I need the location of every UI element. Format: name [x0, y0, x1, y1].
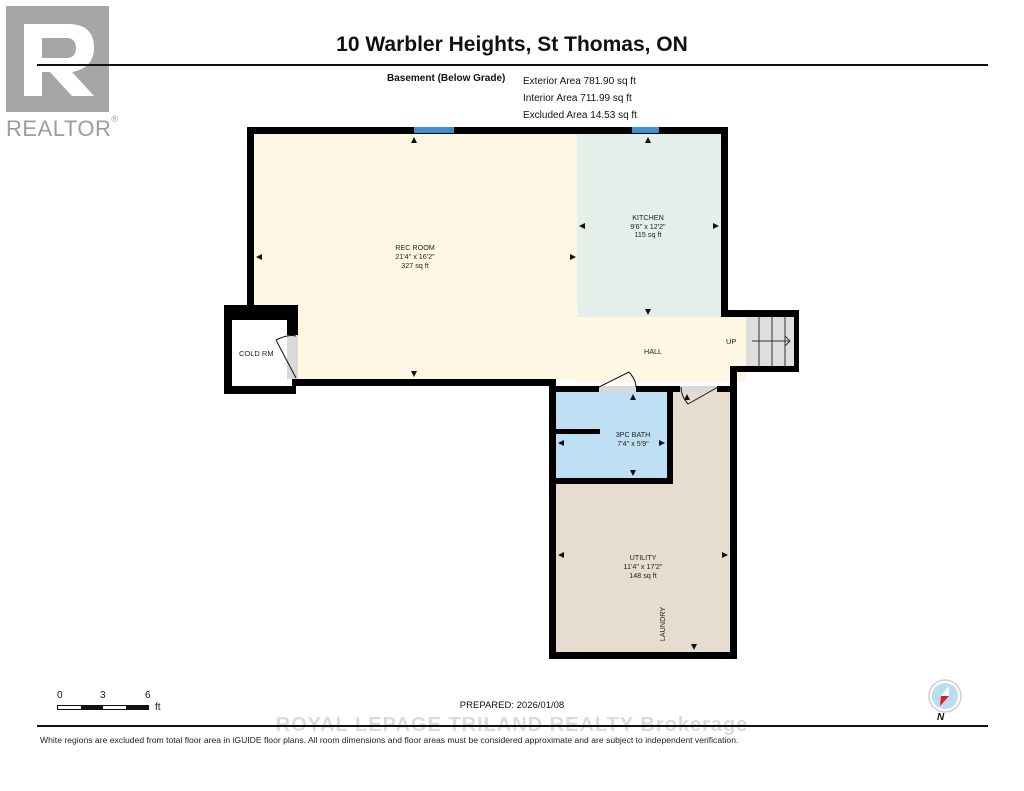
- bath-door-opening: [599, 386, 636, 392]
- kitchen-fill: [577, 134, 721, 317]
- scale-tick-6: 6: [145, 690, 151, 701]
- rec-room-lower-fill: [298, 305, 578, 379]
- rec-room-name: REC ROOM: [395, 243, 435, 252]
- window-kitchen: [632, 127, 659, 133]
- compass-icon: [928, 679, 962, 713]
- realtor-r-mark-icon: [6, 6, 109, 112]
- kitchen-dims: 9'6" x 12'2": [630, 222, 666, 231]
- cold-room-door-opening: [287, 335, 298, 379]
- exterior-area: Exterior Area 781.90 sq ft: [523, 76, 636, 87]
- utility-door-opening: [680, 386, 717, 392]
- compass-north-label: N: [937, 712, 945, 723]
- north-compass: N: [927, 679, 963, 723]
- utility-dims: 11'4" x 17'2": [624, 562, 663, 571]
- utility-name: UTILITY: [630, 553, 657, 562]
- hall-fill: [577, 317, 746, 382]
- scale-bar-graphic: [57, 705, 149, 710]
- hall-name: HALL: [644, 347, 662, 356]
- laundry-label: LAUNDRY: [658, 607, 667, 641]
- bath-dims: 7'4" x 5'9": [617, 439, 649, 448]
- excluded-area: Excluded Area 14.53 sq ft: [523, 110, 637, 121]
- title-divider: [37, 64, 988, 66]
- bath-name: 3PC BATH: [616, 430, 651, 439]
- realtor-wordmark: REALTOR®: [6, 114, 119, 141]
- scale-tick-3: 3: [100, 690, 106, 701]
- rec-room-area: 327 sq ft: [401, 261, 429, 270]
- rec-room-dims: 21'4" x 16'2": [395, 252, 435, 261]
- area-summary: Exterior Area 781.90 sq ft Interior Area…: [523, 73, 637, 124]
- stairs-up-label: UP: [726, 337, 736, 346]
- stair-treads: [752, 317, 791, 366]
- realtor-logo: REALTOR®: [6, 6, 118, 141]
- scale-unit: ft: [155, 702, 161, 713]
- footer-divider: [37, 725, 988, 727]
- door-swings: [275, 335, 719, 405]
- kitchen-name: KITCHEN: [632, 213, 664, 222]
- scale-tick-0: 0: [57, 690, 63, 701]
- utility-area: 148 sq ft: [629, 571, 657, 580]
- walls: [224, 127, 799, 659]
- window-rec-room: [414, 127, 454, 133]
- floor-level-label: Basement (Below Grade): [387, 73, 506, 84]
- page-title: 10 Warbler Heights, St Thomas, ON: [336, 33, 688, 56]
- prepared-date: PREPARED: 2026/01/08: [459, 700, 565, 711]
- dimension-markers: [256, 137, 728, 650]
- cold-room-name: COLD RM: [239, 349, 274, 358]
- cold-room-fill: [232, 320, 288, 386]
- interior-area: Interior Area 711.99 sq ft: [523, 93, 632, 104]
- kitchen-area: 115 sq ft: [634, 230, 661, 239]
- disclaimer-text: White regions are excluded from total fl…: [40, 735, 739, 745]
